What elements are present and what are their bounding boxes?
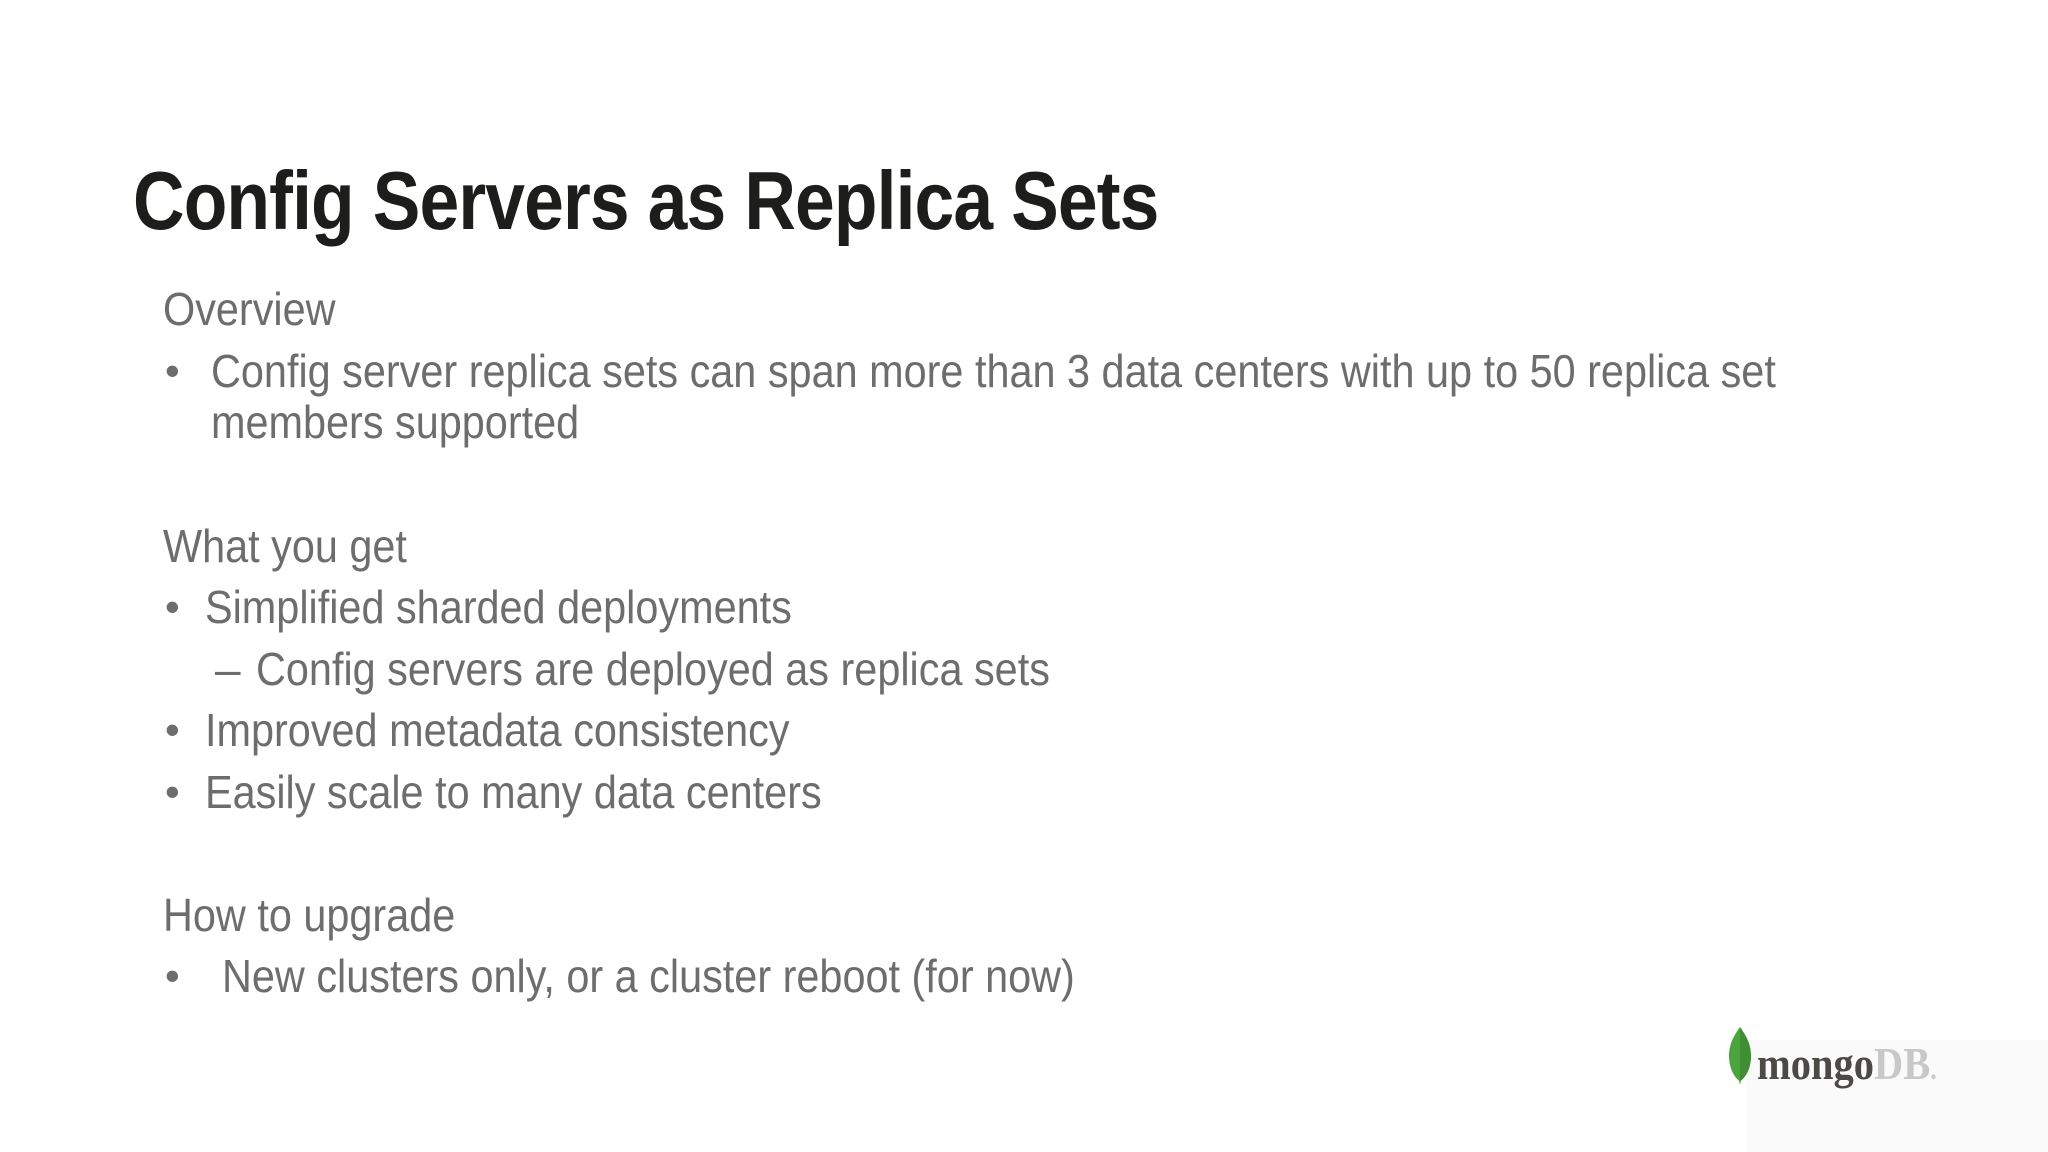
sub-bullet-text: Config servers are deployed as replica s…: [256, 643, 1050, 695]
section-heading-overview: Overview: [163, 283, 336, 335]
section-heading-what-you-get: What you get: [163, 520, 407, 572]
bullet-icon: •: [165, 347, 180, 394]
mongodb-logo-period: .: [1930, 1053, 1937, 1086]
mongodb-logo-mongo: mongo: [1757, 1038, 1874, 1089]
bullet-item: • Simplified sharded deployments: [163, 584, 857, 630]
bullet-item: • New clusters only, or a cluster reboot …: [163, 953, 1170, 999]
bullet-item: • Easily scale to many data centers: [163, 769, 890, 815]
bullet-item-continuation: members supported: [163, 399, 620, 445]
bullet-text: Improved metadata consistency: [205, 704, 790, 756]
mongodb-logo-db: DB: [1873, 1038, 1931, 1089]
bullet-item: • Config server replica sets can span mor…: [163, 348, 1950, 394]
bullet-text: Config server replica sets can span more…: [211, 345, 1776, 397]
bullet-text: New clusters only, or a cluster reboot (…: [222, 950, 1075, 1002]
mongodb-logo: mongoDB.: [1757, 1041, 1961, 1087]
footer-panel: [1747, 1040, 2048, 1152]
bullet-icon: •: [165, 583, 180, 630]
bullet-icon: •: [165, 768, 180, 815]
slide-title-text: Config Servers as Replica Sets: [133, 153, 1159, 247]
bullet-text: Easily scale to many data centers: [205, 766, 822, 818]
section-heading-how-to-upgrade: How to upgrade: [163, 889, 456, 941]
bullet-text: members supported: [211, 396, 580, 448]
sub-bullet-item: –Config servers are deployed as replica …: [163, 646, 1138, 692]
slide-title: Config Servers as Replica Sets: [133, 159, 1325, 242]
bullet-item: • Improved metadata consistency: [163, 707, 854, 753]
bullet-icon: •: [165, 706, 180, 753]
bullet-text: Simplified sharded deployments: [205, 581, 792, 633]
mongodb-leaf-icon: [1729, 1027, 1751, 1084]
bullet-icon: •: [165, 952, 180, 999]
dash-icon: –: [215, 643, 241, 695]
